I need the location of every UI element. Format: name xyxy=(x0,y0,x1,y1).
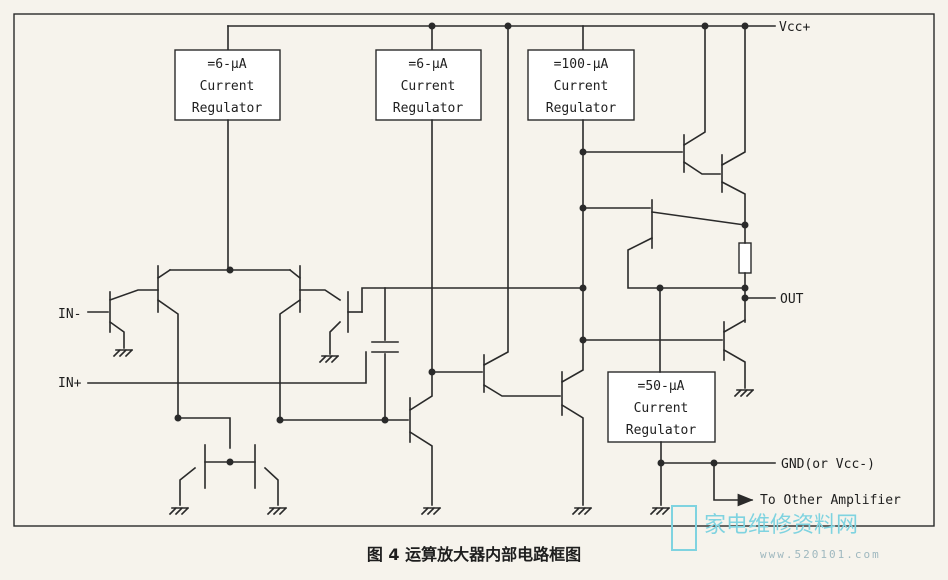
input-stage: IN- IN+ xyxy=(58,119,367,419)
ground-section: GND(or Vcc-) To Other Amplifier xyxy=(649,441,901,516)
regulator-1-line-3: Regulator xyxy=(192,101,263,116)
output-stage: OUT xyxy=(579,25,804,398)
gain-stage xyxy=(361,25,593,516)
current-regulator-4: =50-μA Current Regulator xyxy=(607,371,716,443)
figure-caption: 图 4 运算放大器内部电路框图 xyxy=(367,545,581,564)
regulator-3-line-2: Current xyxy=(554,79,609,94)
regulator-4-line-1: =50-μA xyxy=(638,379,685,394)
diagram-frame xyxy=(13,13,935,527)
regulator-3-line-3: Regulator xyxy=(546,101,617,116)
to-other-amplifier-label: To Other Amplifier xyxy=(760,493,901,508)
regulator-2-line-1: =6-μA xyxy=(408,57,447,72)
gnd-label: GND(or Vcc-) xyxy=(781,457,875,472)
watermark-logo xyxy=(671,505,697,551)
regulator-1-line-2: Current xyxy=(200,79,255,94)
out-label: OUT xyxy=(780,292,804,307)
in-minus-label: IN- xyxy=(58,307,81,322)
regulator-2-line-2: Current xyxy=(401,79,456,94)
current-regulator-1: =6-μA Current Regulator xyxy=(174,49,281,121)
current-mirror xyxy=(168,414,386,516)
watermark-text: 家电维修资料网 xyxy=(704,513,858,538)
regulator-3-line-1: =100-μA xyxy=(554,57,609,72)
resistor xyxy=(738,242,752,274)
regulator-4-line-3: Regulator xyxy=(626,423,697,438)
current-regulator-2: =6-μA Current Regulator xyxy=(375,49,482,121)
vcc-rail xyxy=(227,22,776,51)
in-plus-label: IN+ xyxy=(58,376,82,391)
regulator-1-line-1: =6-μA xyxy=(207,57,246,72)
watermark-url: www.520101.com xyxy=(760,548,881,561)
current-regulator-3: =100-μA Current Regulator xyxy=(527,49,635,121)
watermark: 家电维修资料网 www.520101.com xyxy=(671,505,881,561)
vcc-plus-label: Vcc+ xyxy=(779,20,810,35)
regulator-2-line-3: Regulator xyxy=(393,101,464,116)
regulator-4-line-2: Current xyxy=(634,401,689,416)
